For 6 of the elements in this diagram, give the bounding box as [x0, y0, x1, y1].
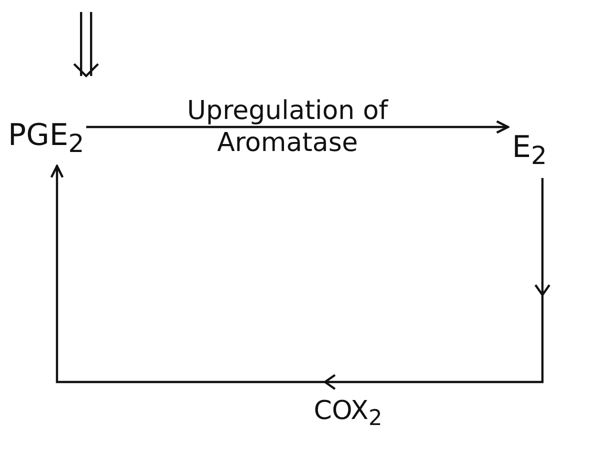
edge-label: Upregulation of Aromatase: [186, 95, 390, 159]
molecule-label: PGE$_{2}$: [8, 118, 84, 162]
arrow: [73, 10, 100, 78]
arrow: [50, 164, 551, 390]
molecule-label: E$_{2}$: [512, 130, 547, 174]
arrow: [86, 120, 510, 134]
